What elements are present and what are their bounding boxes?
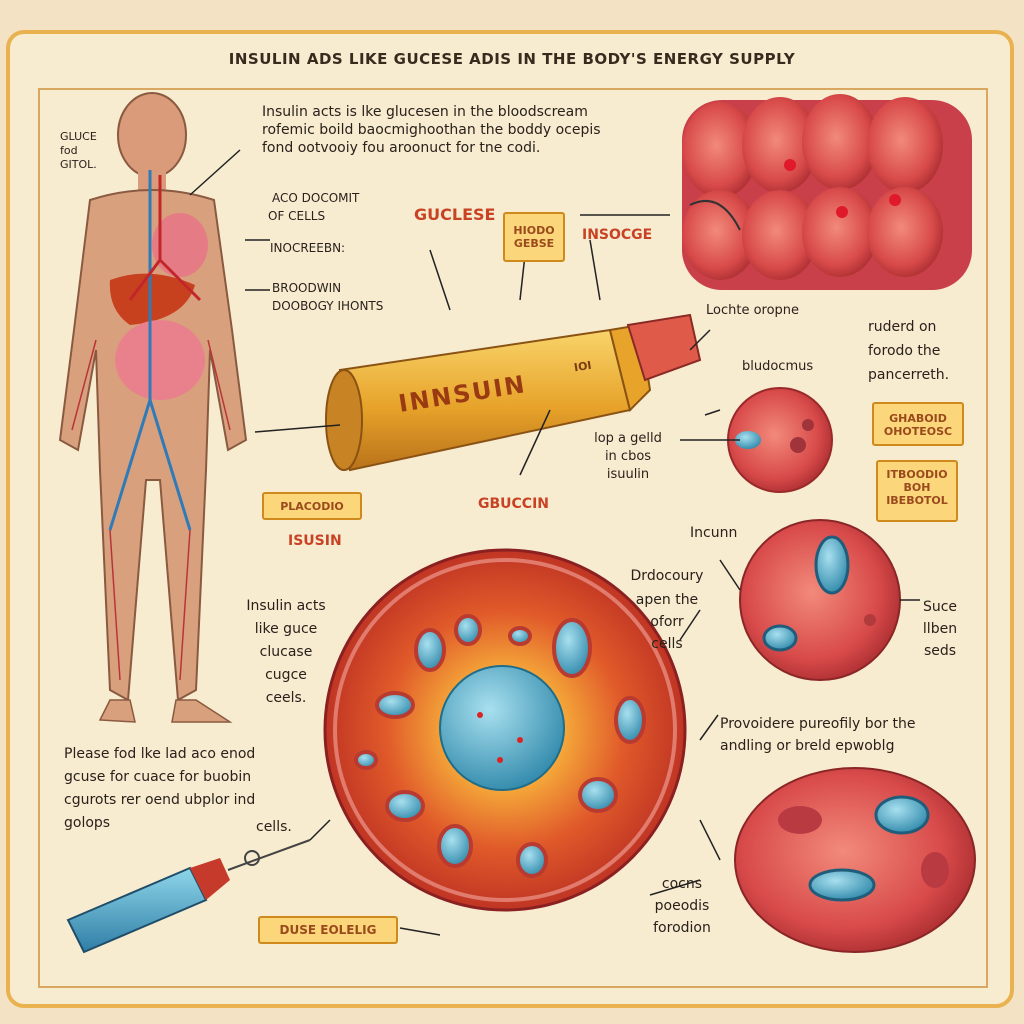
gucese-label: GUCLESE [414, 205, 496, 224]
tag-right-top: GHABOID OHOTEOSC [872, 402, 964, 446]
pancreas-caption-2: forodo the [868, 343, 941, 359]
tag-right-bottom-line-2: BOH [903, 481, 931, 494]
intro-line-3: fond ootvooiy fou aroonuct for tne codi. [262, 140, 541, 156]
insulin-acts-line-4: cugce [265, 667, 307, 683]
cells-bottom-caption: cells. [256, 819, 292, 835]
isusin-label: ISUSIN [288, 533, 342, 549]
tag-right-bottom-line-1: ITBOODIO [886, 468, 948, 481]
insulin-acts-line-2: like guce [254, 621, 318, 637]
tag-center: HIODO GEBSE [503, 212, 565, 262]
cells-label-1: ACO DOCOMIT [272, 191, 360, 205]
bloodwin-label: BROODWIN [272, 281, 342, 295]
op-geld-line-1: lop a gelld [594, 431, 662, 446]
body-side-label-3: GITOL. [60, 158, 97, 171]
cocns-line-2: poeodis [654, 898, 710, 914]
tag-placodio: PLACODIO [262, 492, 362, 520]
pancreas-tissue [682, 94, 972, 290]
tag-right-bottom-line-3: IBEBOTOL [886, 494, 948, 507]
op-geld-line-2: in cbos [604, 449, 652, 464]
bludocmis-caption: bludocmus [742, 359, 814, 374]
insocge-label: INSOCGE [582, 227, 653, 243]
tag-center-line-1: HIODO [513, 224, 555, 237]
bottle-small-label: IOI [573, 358, 593, 375]
insulin-acts-line-5: ceels. [265, 690, 307, 706]
body-side-label-1: GLUCE [60, 130, 97, 143]
please-line-2: gcuse for cuace for buobin [64, 769, 252, 785]
pancreas-caption-3: pancerreth. [868, 367, 950, 383]
poster-title: INSULIN ADS LIKE GUCESE ADIS IN THE BODY… [228, 50, 796, 68]
body-side-label-2: fod [60, 144, 78, 157]
suce-line-2: llben [922, 621, 958, 637]
pancreas-caption-1: ruderd on [868, 319, 937, 335]
incunn-caption: Incunn [690, 525, 738, 541]
insulin-acts-line-3: clucase [259, 644, 313, 660]
leader-lines [189, 149, 920, 936]
large-cell [323, 548, 687, 912]
drdocoury-line-1: Drdocoury [630, 568, 704, 584]
intro-line-2: rofemic boild baocmighoothan the boddy o… [262, 122, 601, 138]
bodogy-label: DOOBOGY IHONTS [272, 299, 384, 313]
syringe [66, 839, 311, 954]
tag-bottom: DUSE EOLELIG [258, 916, 398, 944]
cell-right-upper [739, 519, 901, 681]
provo-line-2: andling or breld epwoblg [720, 738, 895, 754]
tag-right-bottom: ITBOODIO BOH IBEBOTOL [876, 460, 958, 522]
cells-label-2: OF CELLS [268, 209, 326, 223]
inocrebn-label: INOCREEBN: [270, 241, 346, 255]
provo-line-1: Provoidere pureofily bor the [720, 716, 916, 732]
please-line-1: Please fod lke lad aco enod [64, 746, 256, 762]
glucin-label: GBUCCIN [478, 496, 550, 512]
small-cell [727, 387, 833, 493]
cell-right-lower [734, 767, 976, 953]
golops-caption: golops [64, 815, 111, 831]
cocns-line-1: cocns [661, 876, 703, 892]
tag-right-top-line-2: OHOTEOSC [883, 425, 953, 438]
suce-line-1: Suce [922, 599, 958, 615]
please-line-3: cgurots rer oend ubplor ind [64, 792, 256, 808]
drdocoury-line-3: oforr [650, 614, 684, 630]
inner-frame [38, 88, 988, 988]
suce-line-3: seds [923, 643, 957, 659]
insulin-bottle [325, 313, 702, 472]
cocns-line-3: forodion [653, 920, 711, 936]
drdocoury-line-4: cells [651, 636, 683, 652]
intro-line-1: Insulin acts is lke glucesen in the bloo… [262, 104, 588, 120]
drdocoury-line-2: apen the [635, 592, 699, 608]
tag-right-top-line-1: GHABOID [889, 412, 947, 425]
insulin-acts-line-1: Insulin acts [246, 598, 326, 614]
lochte-caption: Lochte oropne [706, 303, 800, 318]
op-geld-line-3: isuulin [606, 467, 650, 482]
human-body-figure [58, 92, 248, 723]
tag-center-line-2: GEBSE [513, 237, 555, 250]
